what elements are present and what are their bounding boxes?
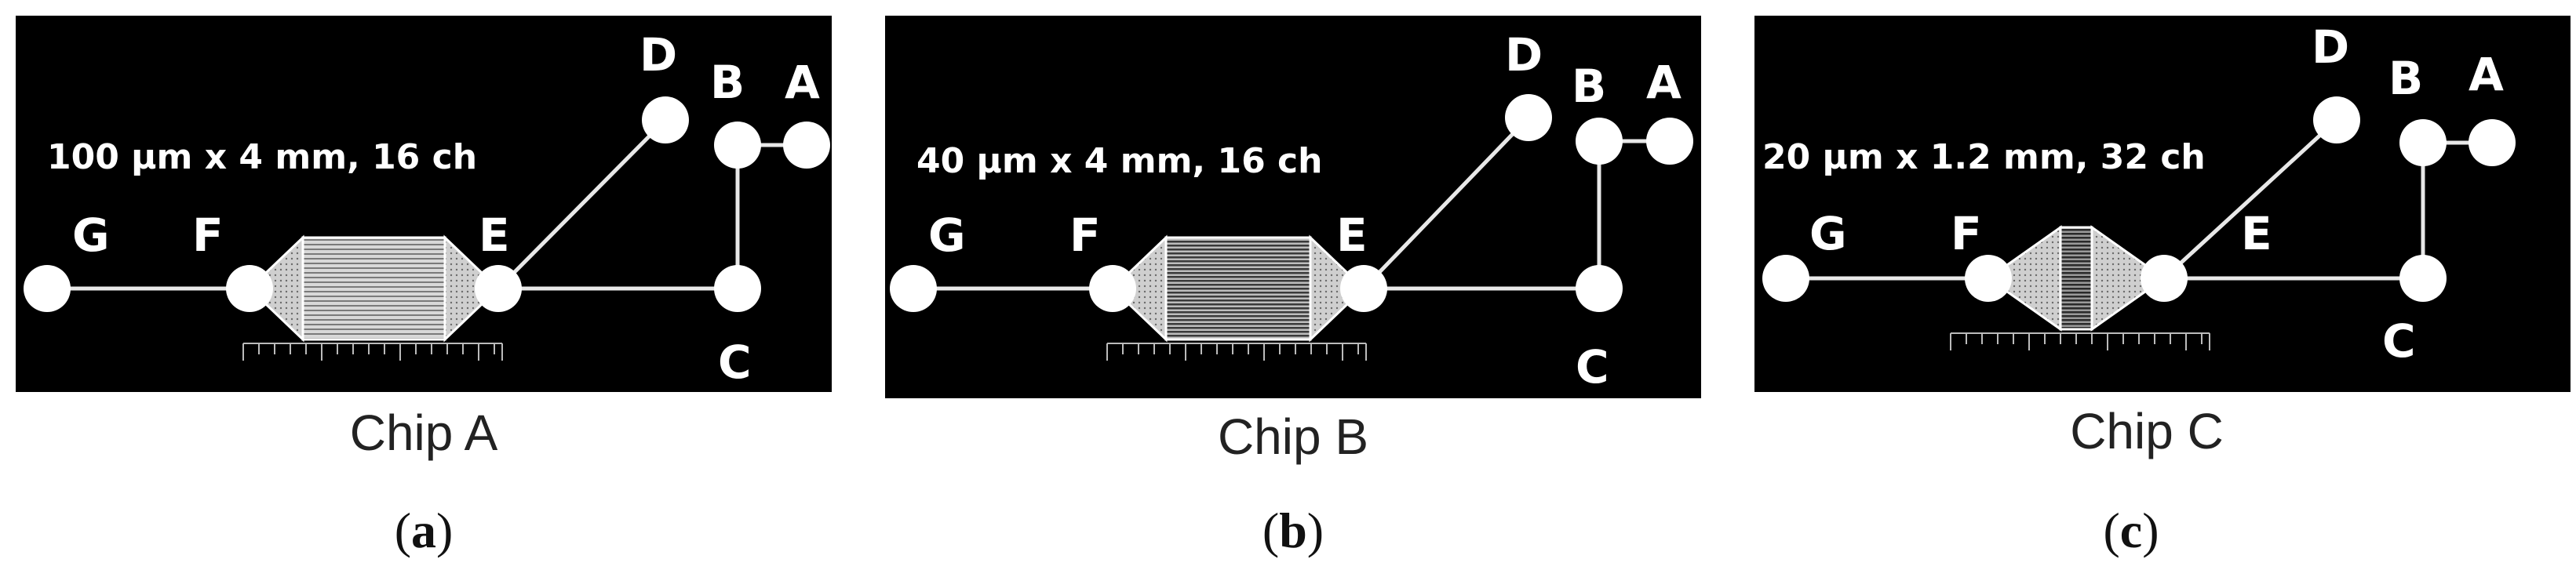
port-a xyxy=(783,122,830,169)
label-a: A xyxy=(1646,56,1682,109)
label-e: E xyxy=(479,209,510,262)
chip-schematic-c: 20 µm x 1.2 mm, 32 ch G F E D B A C xyxy=(1762,20,2516,368)
port-e xyxy=(2141,255,2188,302)
separation-chamber xyxy=(1110,234,1366,343)
chip-diagram-a: 100 µm x 4 mm, 16 ch G F E D B A C xyxy=(16,16,832,392)
label-g: G xyxy=(928,209,966,262)
panel-label: (c) xyxy=(2103,503,2159,558)
port-d xyxy=(1505,94,1552,141)
chip-spec-label: 40 µm x 4 mm, 16 ch xyxy=(916,141,1322,181)
label-c: C xyxy=(1576,340,1609,394)
port-f xyxy=(1089,265,1136,312)
label-a: A xyxy=(2469,48,2504,101)
chip-name: Chip B xyxy=(1217,408,1369,465)
chip-diagram-c: 20 µm x 1.2 mm, 32 ch G F E D B A C xyxy=(1754,16,2571,392)
label-d: D xyxy=(1505,28,1543,82)
port-c xyxy=(2399,255,2447,302)
label-f: F xyxy=(1069,209,1101,262)
port-f xyxy=(1965,255,2012,302)
port-c xyxy=(714,265,761,312)
chip-schematic-a: 100 µm x 4 mm, 16 ch G F E D B A C xyxy=(24,28,830,389)
channel-lines xyxy=(913,116,1670,291)
port-d xyxy=(2313,96,2360,143)
port-e xyxy=(1340,265,1387,312)
channel-lines xyxy=(47,118,807,291)
port-f xyxy=(226,265,273,312)
label-d: D xyxy=(639,28,677,82)
chip-name: Chip C xyxy=(2070,403,2224,459)
port-a xyxy=(1646,118,1693,165)
scale-ruler xyxy=(242,343,503,361)
separation-chamber xyxy=(1986,225,2166,332)
label-b: B xyxy=(710,56,745,109)
separation-chamber xyxy=(247,234,501,343)
port-c xyxy=(1576,265,1623,312)
label-e: E xyxy=(2241,207,2272,260)
port-a xyxy=(2469,119,2516,166)
panel-c: 20 µm x 1.2 mm, 32 ch G F E D B A C Chip… xyxy=(1754,16,2571,564)
chip-spec-label: 100 µm x 4 mm, 16 ch xyxy=(47,137,477,177)
port-g xyxy=(1762,255,1809,302)
chip-diagram-b: 40 µm x 4 mm, 16 ch G F E D B A C xyxy=(885,16,1701,398)
scale-ruler xyxy=(1106,343,1367,361)
scale-ruler xyxy=(1950,332,2210,350)
label-f: F xyxy=(192,209,224,262)
port-g xyxy=(24,265,71,312)
chip-name: Chip A xyxy=(349,405,498,461)
chip-spec-label: 20 µm x 1.2 mm, 32 ch xyxy=(1762,137,2206,177)
label-f: F xyxy=(1951,207,1982,260)
panel-label: (b) xyxy=(1262,503,1324,558)
port-b xyxy=(1576,118,1623,165)
label-g: G xyxy=(72,209,110,262)
port-d xyxy=(642,96,689,143)
label-b: B xyxy=(1572,60,1606,113)
port-b xyxy=(714,122,761,169)
panel-b: 40 µm x 4 mm, 16 ch G F E D B A C Chip B… xyxy=(885,16,1701,564)
port-g xyxy=(890,265,937,312)
label-d: D xyxy=(2312,20,2349,74)
label-a: A xyxy=(785,56,820,109)
panel-label: (a) xyxy=(394,503,454,558)
label-e: E xyxy=(1336,209,1368,262)
label-b: B xyxy=(2388,52,2423,105)
label-c: C xyxy=(2382,314,2416,368)
label-c: C xyxy=(718,336,752,389)
panel-a: 100 µm x 4 mm, 16 ch G F E D B A C Chip … xyxy=(16,16,832,564)
port-e xyxy=(475,265,522,312)
port-b xyxy=(2399,119,2447,166)
label-g: G xyxy=(1809,207,1847,260)
chip-schematic-b: 40 µm x 4 mm, 16 ch G F E D B A C xyxy=(890,28,1693,394)
